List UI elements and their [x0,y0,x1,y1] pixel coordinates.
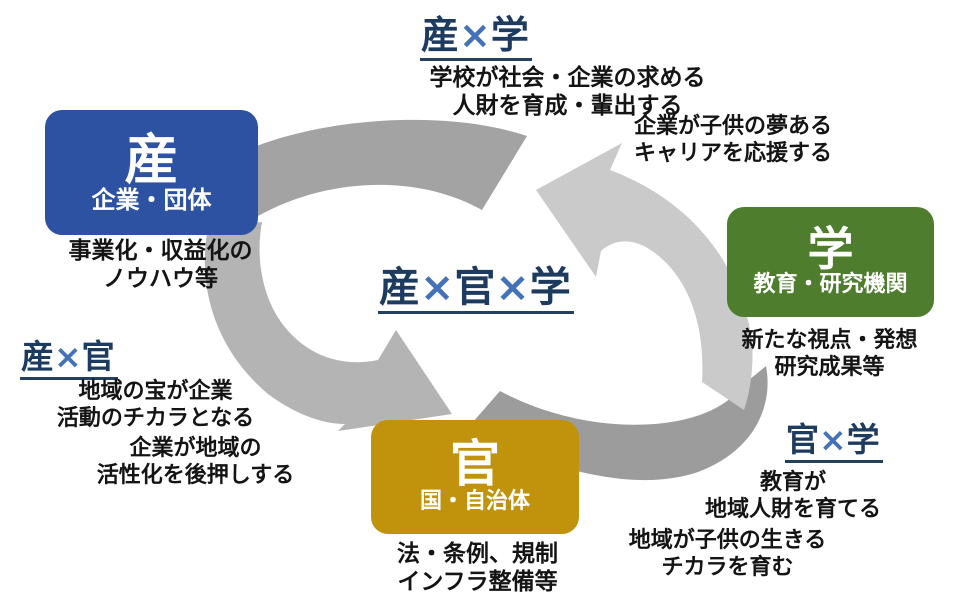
note-line: 研究成果等 [774,354,885,380]
title-part: 産 [379,263,420,311]
times-glyph: × [495,263,530,311]
node-academia-kanji: 学 [807,222,854,277]
node-industry-label: 企業・団体 [91,185,212,214]
times-glyph: × [459,13,491,57]
note-line: 地域人財を育てる [704,496,881,522]
node-government-label: 国・自治体 [419,489,530,515]
note-industry-contribution: 事業化・収益化の ノウハウ等 [48,237,273,293]
note-line: 法・条例、規制 [397,541,558,567]
note-line: 教育が [759,470,826,495]
cycle-arc-top-icon [235,119,527,216]
note-government-academia-a: 教育が 地域人財を育てる [698,470,888,524]
node-government-kanji: 官 [450,435,500,494]
note-industry-academia-a: 学校が社会・企業の求める 人財を育成・輩出する [425,64,710,120]
pair-title-industry-government: 産×官 [20,337,118,380]
node-academia: 学 教育・研究機関 [727,207,934,317]
note-academia-contribution: 新たな視点・発想 研究成果等 [722,328,937,382]
node-academia-label: 教育・研究機関 [753,272,908,298]
title-part: 官 [454,263,496,311]
times-glyph: × [54,337,82,376]
title-part: 産 [421,13,460,57]
pair-title-industry-academia: 産×学 [420,13,532,61]
note-line: インフラ整備等 [397,569,558,596]
note-line: ノウハウ等 [103,266,218,293]
center-title-industry-government-academia: 産×官×学 [378,263,574,315]
note-line: キャリアを応援する [633,140,832,166]
note-line: 活性化を後押しする [96,462,295,488]
node-industry-kanji: 産 [124,127,179,191]
note-line: 活動のチカラとなる [56,405,255,431]
title-part: 学 [529,263,571,311]
note-industry-government-a: 地域の宝が企業 活動のチカラとなる [38,379,273,433]
title-part: 学 [846,420,880,459]
times-glyph: × [420,263,455,311]
note-line: 企業が子供の夢ある [633,114,832,139]
cycle-arrow-to-industry-icon [536,143,753,410]
note-government-contribution: 法・条例、規制 インフラ整備等 [385,540,570,596]
cycle-arrow-to-government-icon [204,222,452,431]
node-government: 官 国・自治体 [371,420,579,534]
note-industry-academia-b: 企業が子供の夢ある キャリアを応援する [608,114,858,168]
note-line: 地域の宝が企業 [78,379,233,404]
title-part: 官 [786,420,819,459]
note-line: 人財を育成・輩出する [452,93,683,120]
title-part: 学 [490,13,529,57]
times-glyph: × [819,420,847,459]
note-industry-government-b: 企業が地域の 活性化を後押しする [78,436,313,490]
note-line: 企業が地域の [129,436,262,461]
note-line: 新たな視点・発想 [741,328,918,353]
note-line: 学校が社会・企業の求める [429,65,706,91]
note-line: チカラを育む [661,554,794,580]
note-line: 事業化・収益化の [68,238,253,264]
title-part: 官 [81,337,115,376]
title-part: 産 [21,337,54,376]
note-line: 地域が子供の生きる [628,528,827,553]
pair-title-government-academia: 官×学 [785,420,883,463]
note-government-academia-b: 地域が子供の生きる チカラを育む [615,528,840,582]
node-industry: 産 企業・団体 [45,110,258,235]
